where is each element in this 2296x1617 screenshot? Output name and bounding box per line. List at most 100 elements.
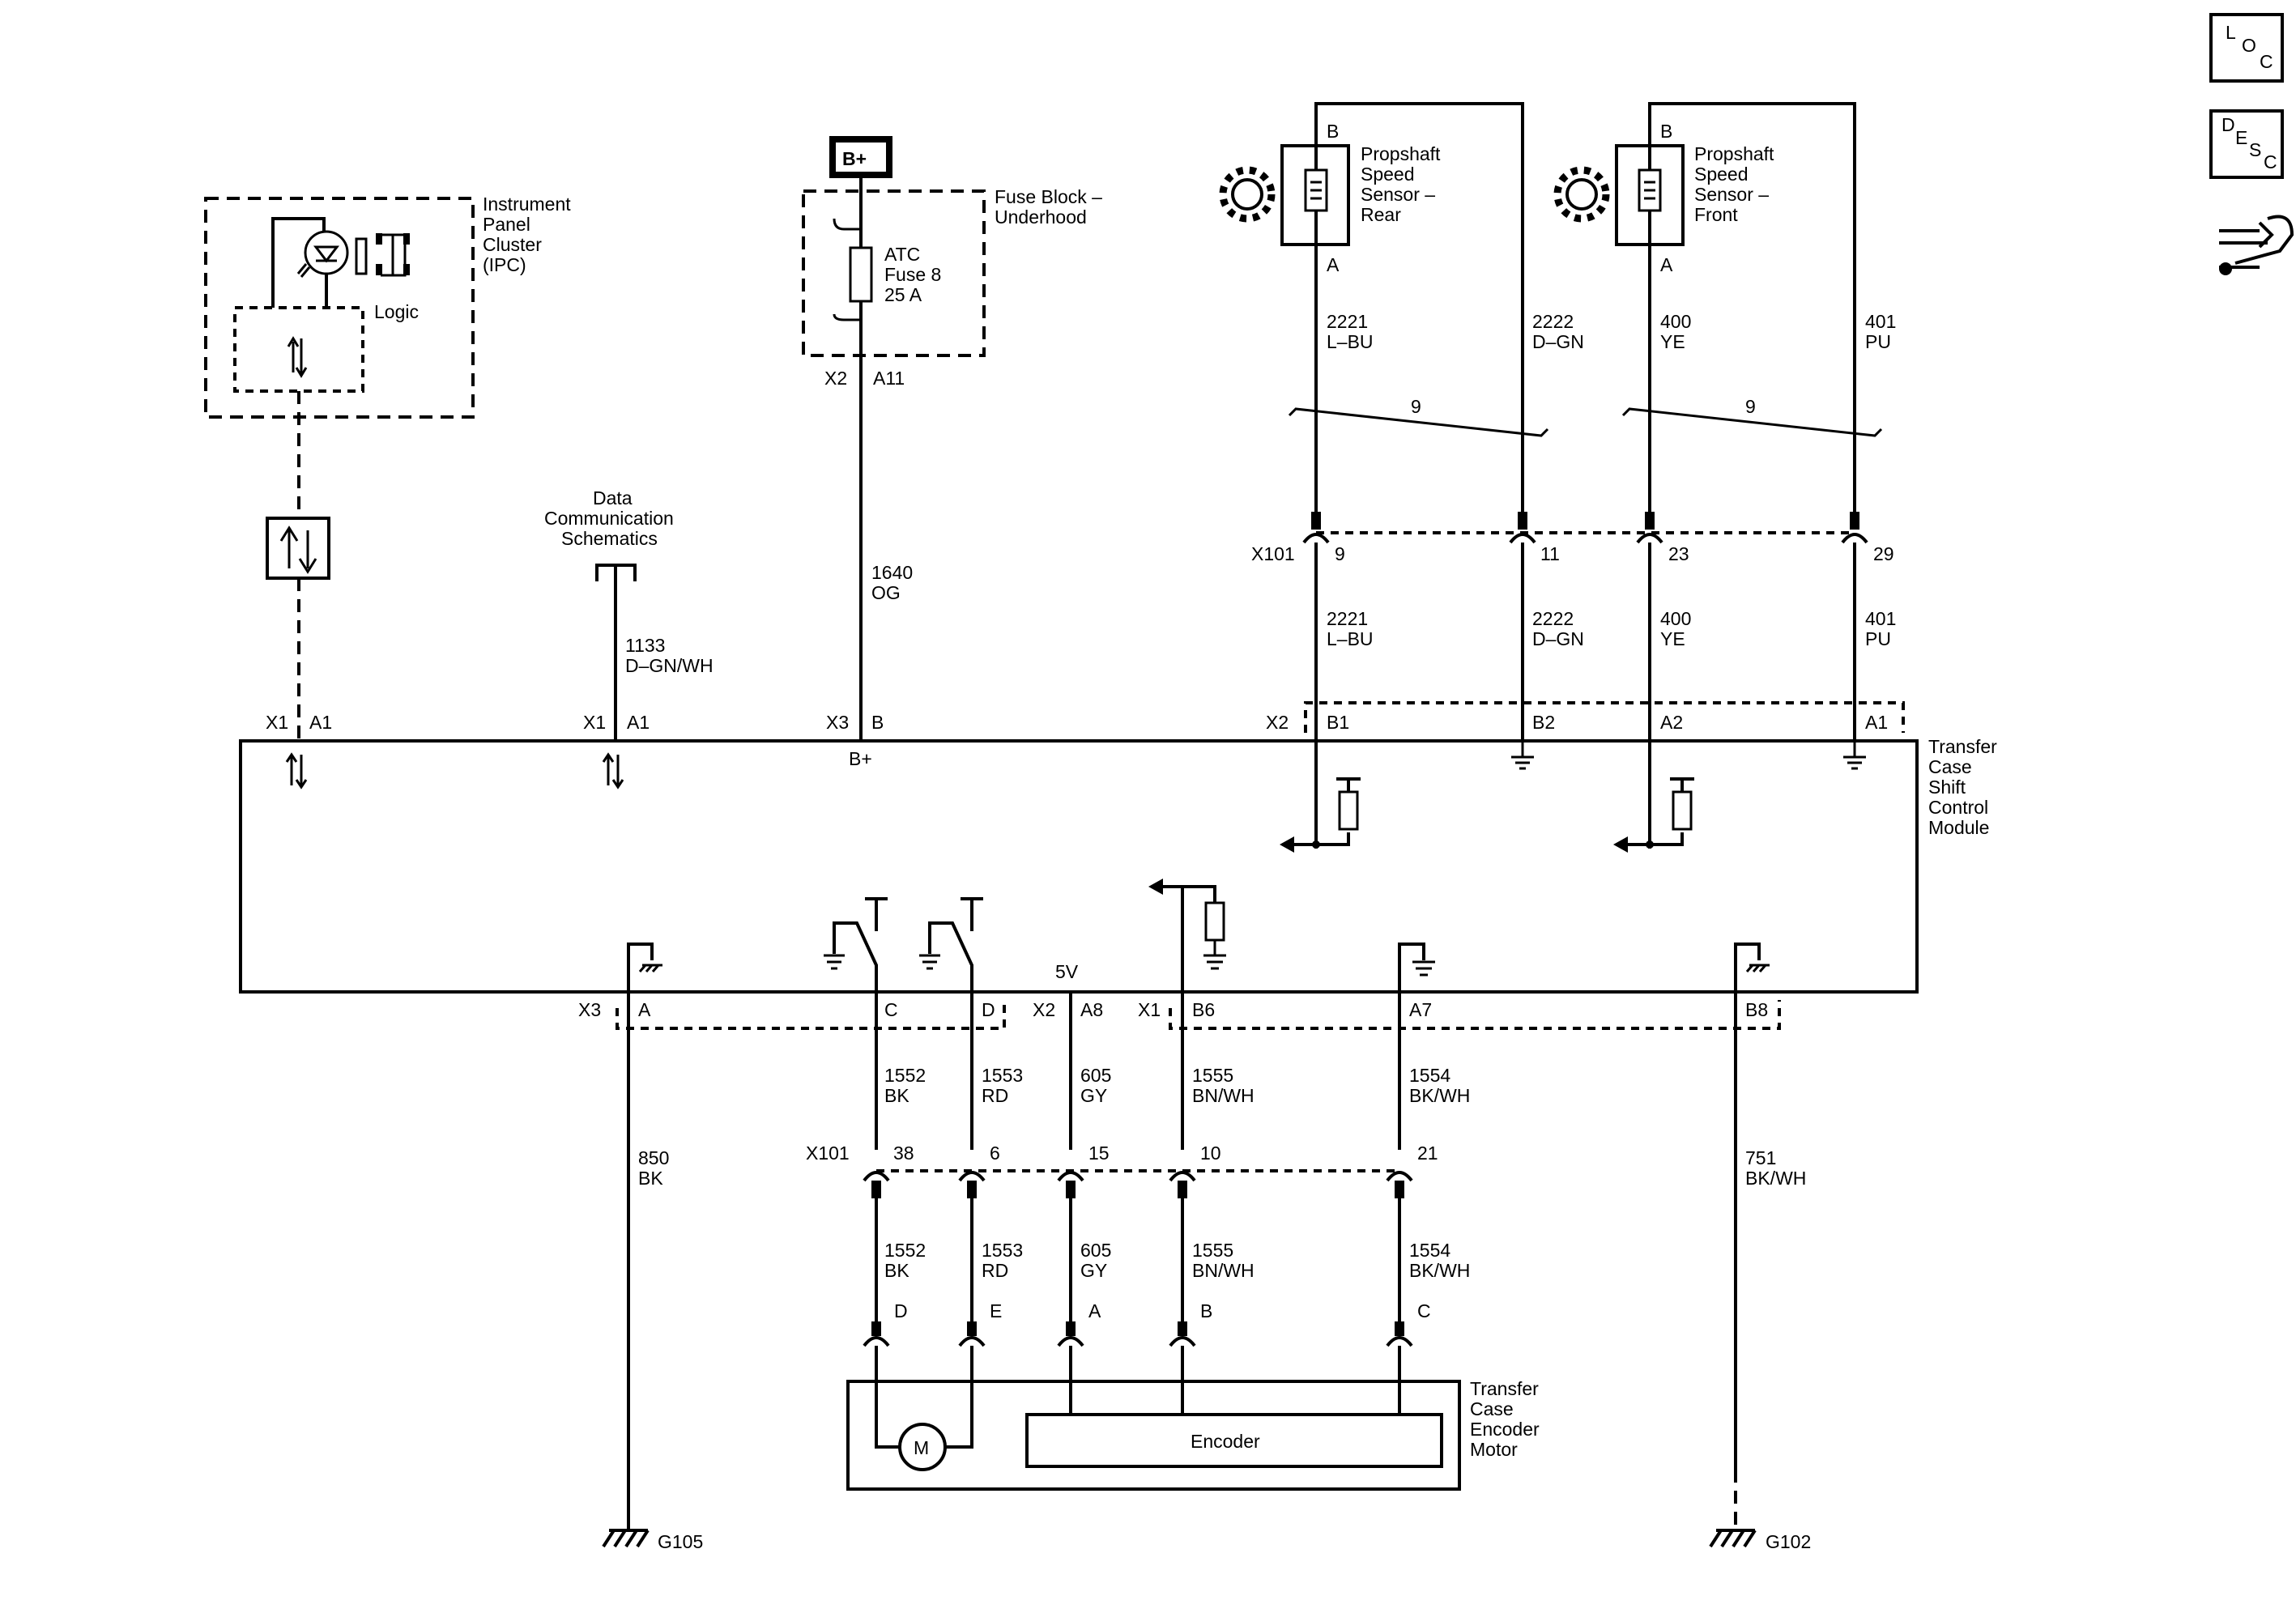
data-communication-ref[interactable]: Data Communication Schematics [544, 487, 674, 581]
loc-letter-o: O [2242, 35, 2256, 56]
desc-letter-s: S [2249, 139, 2261, 160]
label-wires_top-0-color: L–BU [1327, 331, 1374, 352]
label-tccm-title-4: Module [1928, 817, 1989, 838]
label-wires_bottom-2-color: GY [1080, 1260, 1107, 1281]
label-x101_bottom-pins-2: 15 [1088, 1143, 1110, 1164]
wire-751-num: 751 [1745, 1147, 1776, 1168]
tccm-5v: 5V [1055, 961, 1079, 982]
label-motor_pins-3: B [1200, 1300, 1212, 1321]
battery-b-plus: B+ [829, 136, 892, 178]
connector-wrench-icon[interactable] [2219, 215, 2294, 276]
label-motor_pins-4: C [1417, 1300, 1431, 1321]
sensor-rear-title-4: Rear [1361, 204, 1401, 225]
label-tccm-top_pins-2-pin: B [871, 712, 884, 733]
label-wires_bottom-2-color: GY [1080, 1085, 1107, 1106]
label-wires_bottom-4-color: BK/WH [1409, 1085, 1470, 1106]
label-x101_bottom-label: X101 [806, 1143, 850, 1164]
transfer-case-indicator-icon [355, 233, 410, 277]
label-tccm-top_pins-4-pin: B2 [1532, 712, 1555, 733]
transfer-case-shift-control-module: Transfer Case Shift Control Module [239, 736, 1997, 994]
label-wires_bottom-2-num: 605 [1080, 1065, 1111, 1086]
label-wires_top-3-num: 401 [1865, 608, 1896, 629]
wire-850-color: BK [638, 1168, 663, 1189]
ipc-logic-label: Logic [374, 301, 419, 322]
label-wires_bottom-0-num: 1552 [884, 1065, 926, 1086]
label-wires_top-0-num: 2221 [1327, 311, 1368, 332]
encoder-box [1025, 1413, 1443, 1468]
ipc-title-1: Instrument [483, 194, 571, 215]
wire-1133-color: D–GN/WH [625, 655, 714, 676]
label-wires_bottom-0-color: BK [884, 1085, 909, 1106]
label-motor_pins-2: A [1088, 1300, 1101, 1321]
label-x101_bottom-pins-3: 10 [1200, 1143, 1221, 1164]
label-wires_bottom-4-num: 1554 [1409, 1065, 1450, 1086]
wire-751-color: BK/WH [1745, 1168, 1806, 1189]
label-tccm-bottom_pins-2-pin: D [982, 999, 995, 1020]
label-wires_top-3-color: PU [1865, 331, 1891, 352]
label-wires_bottom-2-num: 605 [1080, 1240, 1111, 1261]
loc-button[interactable]: L O C [2209, 13, 2284, 83]
label-x101_top-pins-0: 9 [1335, 543, 1345, 564]
label-wires_top-2-color: YE [1660, 331, 1685, 352]
sensor-front-title-4: Front [1694, 204, 1738, 225]
label-tccm-top_pins-3-pin: B1 [1327, 712, 1349, 733]
ipc-title-3: Cluster [483, 234, 542, 255]
label-tccm-title-1: Case [1928, 756, 1972, 777]
label-tccm-top_pins-3-conn: X2 [1266, 712, 1289, 733]
battery-label: B+ [842, 148, 867, 169]
label-wires_top-0-color: L–BU [1327, 628, 1374, 649]
tccm-internal-bottom: 5V [627, 879, 1770, 992]
desc-button[interactable]: D E S C [2209, 109, 2284, 179]
label-wires_top-2-num: 400 [1660, 311, 1691, 332]
data-comm-line-1: Data [593, 487, 633, 509]
label-tccm-bottom_pins-3-pin: A8 [1080, 999, 1103, 1020]
label-tccm-title-0: Transfer [1928, 736, 1997, 757]
label-tccm-top_pins-1-pin: A1 [627, 712, 650, 733]
ipc-module: Logic Instrument Panel Cluster (IPC) [204, 194, 571, 419]
twist-rear-label: 9 [1411, 396, 1421, 417]
fuse-block-title-2: Underhood [995, 206, 1087, 228]
label-wires_bottom-4-color: BK/WH [1409, 1260, 1470, 1281]
fuse-pin-a11: A11 [873, 368, 905, 389]
wire-1640-num: 1640 [871, 562, 913, 583]
wire-1133-num: 1133 [625, 635, 665, 656]
sensor-rear-title-3: Sensor – [1361, 184, 1435, 205]
label-x101_top-pins-1: 11 [1540, 543, 1560, 564]
ground-g102-label: G102 [1766, 1531, 1811, 1552]
wire-1640-color: OG [871, 582, 901, 603]
label-wires_bottom-1-color: RD [982, 1085, 1008, 1106]
ipc-title-2: Panel [483, 214, 530, 235]
label-tccm-title-2: Shift [1928, 777, 1966, 798]
label-wires_top-2-color: YE [1660, 628, 1685, 649]
x101-top-connector: X101 9 11 23 29 [1251, 512, 1894, 564]
x101-top-label: X101 [1251, 543, 1295, 564]
label-motor-title-1: Case [1470, 1398, 1514, 1419]
label-wires_bottom-0-color: BK [884, 1260, 909, 1281]
propshaft-sensor-rear: B A Propshaft Speed Sensor – Rear [1219, 102, 1524, 526]
desc-letter-c: C [2264, 151, 2277, 172]
label-wires_bottom-3-color: BN/WH [1192, 1085, 1254, 1106]
label-tccm-bottom_pins-0-conn: X3 [578, 999, 601, 1020]
label-wires_bottom-3-color: BN/WH [1192, 1260, 1254, 1281]
label-x101_bottom-pins-0: 38 [893, 1143, 914, 1164]
label-tccm-bottom_pins-6-pin: B8 [1745, 999, 1768, 1020]
x101-bottom-connector: X101 38 6 15 10 21 [806, 1143, 1438, 1198]
label-wires_bottom-3-num: 1555 [1192, 1065, 1233, 1086]
loc-letter-c: C [2260, 51, 2273, 72]
ground-g102: G102 [1709, 1529, 1811, 1552]
sensor-front-title-2: Speed [1694, 164, 1749, 185]
label-wires_bottom-0-num: 1552 [884, 1240, 926, 1261]
label-tccm-top_pins-0-pin: A1 [309, 712, 332, 733]
label-x101_top-pins-3: 29 [1873, 543, 1894, 564]
fuse-block-underhood: ATC Fuse 8 25 A Fuse Block – Underhood [802, 186, 1102, 357]
label-tccm-top_pins-5-pin: A2 [1660, 712, 1683, 733]
label-tccm-bottom_pins-5-pin: A7 [1409, 999, 1432, 1020]
fuse-block-title-1: Fuse Block – [995, 186, 1102, 207]
label-tccm-bottom_pins-4-pin: B6 [1192, 999, 1215, 1020]
